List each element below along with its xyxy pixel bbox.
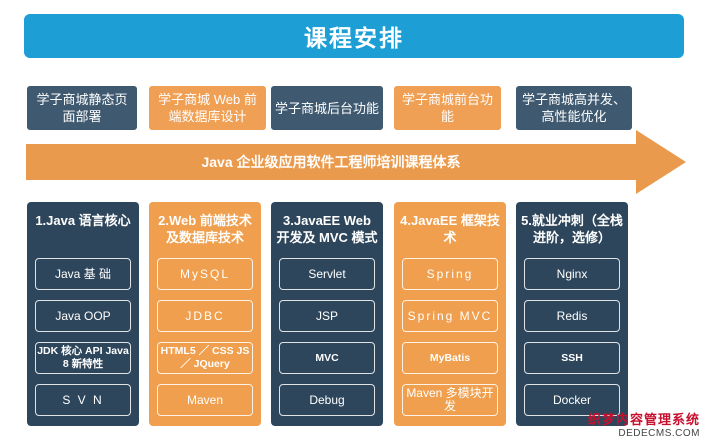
column-title: 3.JavaEE Web 开发及 MVC 模式 <box>276 213 378 245</box>
column-title: 4.JavaEE 框架技术 <box>400 213 500 245</box>
top-box-3: 学子商城后台功能 <box>271 86 383 130</box>
course-column-3: 3.JavaEE Web 开发及 MVC 模式 Servlet JSP MVC … <box>271 202 383 426</box>
course-column-2: 2.Web 前端技术及数据库技术 MySQL JDBC HTML5 ／ CSS … <box>149 202 261 426</box>
watermark-line1: 织梦内容管理系统 <box>587 412 700 427</box>
course-column-1: 1.Java 语言核心 Java 基 础 Java OOP JDK 核心 API… <box>27 202 139 426</box>
course-item: Redis <box>524 300 620 332</box>
page-title: 课程安排 <box>304 25 404 51</box>
column-title: 1.Java 语言核心 <box>35 213 131 228</box>
course-item: MVC <box>279 342 375 374</box>
course-item: Java 基 础 <box>35 258 131 290</box>
top-box-1: 学子商城静态页面部署 <box>27 86 137 130</box>
course-item: Java OOP <box>35 300 131 332</box>
top-box-label: 学子商城静态页面部署 <box>36 92 128 124</box>
course-column-4: 4.JavaEE 框架技术 Spring Spring MVC MyBatis … <box>394 202 506 426</box>
course-item: MyBatis <box>402 342 498 374</box>
course-item: JSP <box>279 300 375 332</box>
progress-arrow <box>26 130 686 194</box>
top-box-4: 学子商城前台功能 <box>394 86 501 130</box>
course-item: Debug <box>279 384 375 416</box>
title-banner: 课程安排 <box>24 14 684 58</box>
top-box-label: 学子商城前台功能 <box>401 92 493 124</box>
column-title: 5.就业冲刺（全栈进阶，选修） <box>521 213 623 245</box>
course-item: JDBC <box>157 300 253 332</box>
course-item: Servlet <box>279 258 375 290</box>
course-item: Maven 多模块开发 <box>402 384 498 416</box>
course-item: Spring MVC <box>402 300 498 332</box>
course-item: Spring <box>402 258 498 290</box>
course-item: Docker <box>524 384 620 416</box>
column-title: 2.Web 前端技术及数据库技术 <box>158 213 252 245</box>
course-column-5: 5.就业冲刺（全栈进阶，选修） Nginx Redis SSH Docker <box>516 202 628 426</box>
course-item: HTML5 ／ CSS JS ／ JQuery <box>157 342 253 374</box>
watermark-line2: DEDECMS.COM <box>618 428 700 439</box>
course-item: MySQL <box>157 258 253 290</box>
watermark: 织梦内容管理系统 DEDECMS.COM <box>588 409 700 439</box>
top-box-label: 学子商城高并发、高性能优化 <box>521 92 626 124</box>
course-item: S V N <box>35 384 131 416</box>
top-box-5: 学子商城高并发、高性能优化 <box>516 86 632 130</box>
course-item: Nginx <box>524 258 620 290</box>
course-item: SSH <box>524 342 620 374</box>
top-box-label: 学子商城 Web 前端数据库设计 <box>158 92 257 124</box>
course-item: JDK 核心 API Java 8 新特性 <box>35 342 131 374</box>
arrow-label: Java 企业级应用软件工程师培训课程体系 <box>201 154 461 170</box>
top-box-2: 学子商城 Web 前端数据库设计 <box>149 86 266 130</box>
course-item: Maven <box>157 384 253 416</box>
top-box-label: 学子商城后台功能 <box>275 100 380 116</box>
